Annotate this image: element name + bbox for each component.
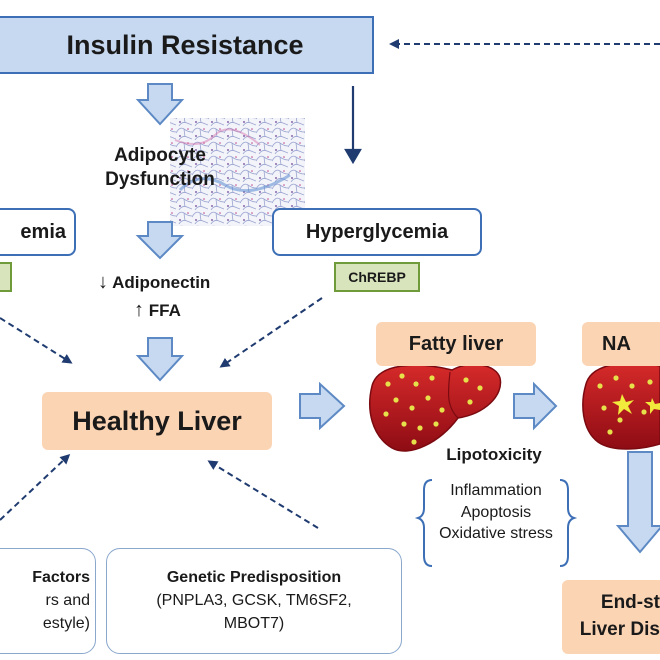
lipotoxicity-label: Lipotoxicity: [446, 445, 542, 464]
right-brace: [559, 479, 578, 567]
dashed-arrow-left-top: [0, 317, 73, 364]
environmental-factors-box: [0, 548, 96, 654]
block-arrow-right-1: [299, 381, 346, 431]
down-arrow-symbol: ↓: [98, 271, 108, 293]
ffa-row: ↑ FFA: [134, 299, 181, 321]
lipotoxicity-list: Inflammation Apoptosis Oxidative stress: [420, 480, 572, 545]
end-stage-liver-box: End-st Liver Dis: [562, 580, 660, 654]
healthy-liver-box: Healthy Liver: [42, 392, 272, 450]
block-arrow-down-big: [615, 451, 660, 554]
left-brace: [414, 479, 433, 567]
environmental-factors-text: Factors rs and estyle): [32, 569, 90, 633]
adiponectin-row: ↓ Adiponectin: [98, 271, 211, 293]
block-arrow-down-2: [135, 221, 185, 260]
nash-box: NA: [582, 322, 660, 366]
block-arrow-right-2: [513, 381, 558, 431]
adipocyte-dysfunction-label: Adipocyte Dysfunction: [105, 145, 215, 190]
dashed-arrow-genetic: [207, 460, 319, 529]
dashed-arrows: [0, 39, 660, 529]
genetic-predisposition-text: Genetic Predisposition (PNPLA3, GCSK, TM…: [156, 569, 352, 633]
apoptosis-item: Apoptosis: [460, 503, 532, 521]
insulin-resistance-label: Insulin Resistance: [66, 29, 304, 60]
block-arrow-down-1: [135, 83, 185, 126]
block-arrow-down-3: [135, 337, 185, 382]
inflammation-item: Inflammation: [450, 482, 542, 499]
chrebp-box: ChREBP: [334, 262, 420, 292]
hyperlipidemia-box: emia: [0, 208, 76, 256]
solid-arrow-down: [344, 86, 362, 165]
nash-liver-illustration: [582, 362, 660, 450]
fatty-liver-illustration: [369, 363, 502, 452]
genetic-predisposition-box: [106, 548, 402, 654]
hyperglycemia-box: Hyperglycemia: [272, 208, 482, 256]
insulin-resistance-box: Insulin Resistance: [0, 16, 374, 74]
oxidative-stress-item: Oxidative stress: [439, 525, 553, 543]
dashed-arrow-left-bottom: [0, 453, 71, 521]
fatty-liver-box: Fatty liver: [376, 322, 536, 366]
dashed-arrow-chrebp: [219, 297, 323, 368]
up-arrow-symbol: ↑: [134, 299, 144, 321]
left-green-box: [0, 262, 12, 292]
